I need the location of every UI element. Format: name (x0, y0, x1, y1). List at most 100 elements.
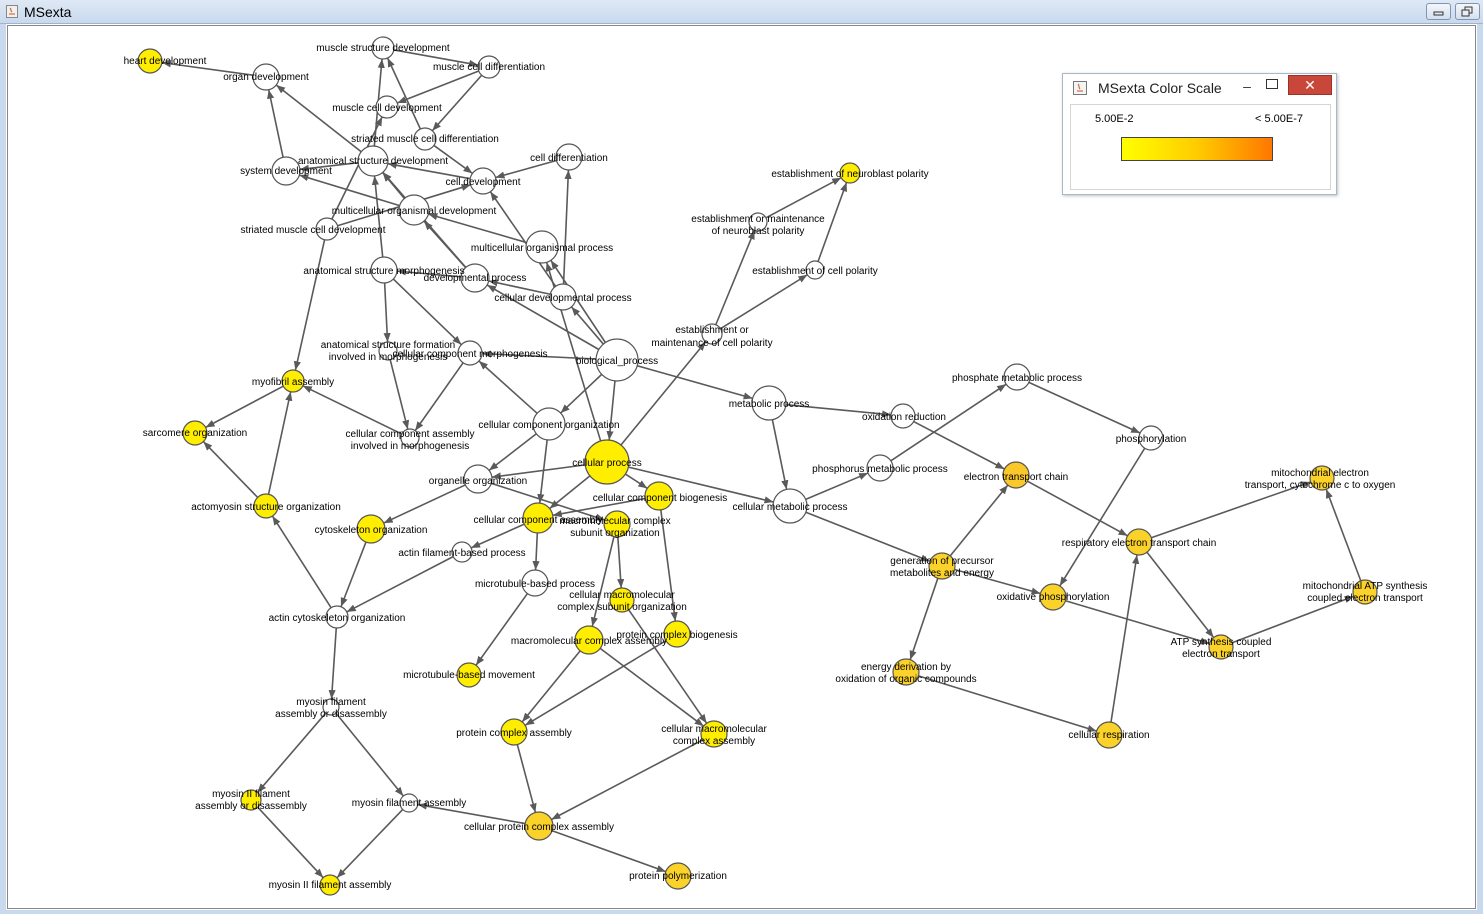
edge-n45-n54[interactable] (475, 593, 529, 666)
graph-node[interactable] (319, 874, 341, 896)
graph-node[interactable] (609, 587, 635, 613)
edge-n9-n6[interactable] (387, 161, 471, 180)
edge-n13-n21[interactable] (392, 278, 462, 346)
edge-n2-n3[interactable] (393, 49, 479, 68)
graph-node[interactable] (524, 811, 554, 841)
edge-n33-n29[interactable] (890, 383, 1007, 462)
graph-node[interactable] (325, 605, 349, 629)
graph-node[interactable] (271, 156, 301, 186)
graph-node[interactable] (1003, 363, 1031, 391)
graph-node[interactable] (469, 167, 497, 195)
edge-n21-n25[interactable] (414, 362, 464, 432)
edge-n41-n50[interactable] (590, 536, 615, 627)
edge-n50-n56[interactable] (521, 650, 581, 723)
edge-n11-n4[interactable] (331, 116, 383, 220)
edge-n8-n9[interactable] (495, 159, 557, 179)
edge-n19-n18[interactable] (720, 274, 808, 330)
edge-n26-n32[interactable] (488, 433, 537, 472)
graph-node[interactable] (805, 260, 825, 280)
graph-node[interactable] (664, 862, 692, 890)
edge-n31-n37[interactable] (624, 473, 648, 490)
graph-node[interactable] (1002, 461, 1030, 489)
graph-node[interactable] (644, 481, 674, 511)
graph-node[interactable] (322, 698, 340, 716)
edge-n58-n42[interactable] (1110, 554, 1140, 723)
edge-n60-n63[interactable] (336, 808, 404, 879)
edge-n1-n0[interactable] (161, 60, 254, 77)
edge-n36-n23[interactable] (267, 391, 293, 495)
edge-n44-n47[interactable] (954, 568, 1041, 595)
edge-n14-n13[interactable] (396, 268, 462, 278)
graph-node[interactable] (584, 439, 630, 485)
edge-n20-n25[interactable] (389, 359, 410, 430)
edge-n19-n17[interactable] (715, 230, 756, 326)
edge-n26-n21[interactable] (478, 360, 538, 414)
edge-n15-n8[interactable] (562, 169, 572, 285)
graph-node[interactable] (525, 230, 559, 264)
graph-node[interactable] (252, 63, 280, 91)
graph-node[interactable] (500, 718, 528, 746)
graph-node[interactable] (398, 194, 430, 226)
graph-node[interactable] (701, 323, 723, 345)
edge-n27-n38[interactable] (771, 419, 789, 490)
color-scale-window[interactable]: MSexta Color Scale – ✕ 5.00E-2 < 5.00E-7 (1062, 73, 1337, 195)
graph-node[interactable] (1095, 721, 1123, 749)
edge-n43-n49[interactable] (346, 555, 454, 613)
graph-node[interactable] (700, 720, 728, 748)
graph-node[interactable] (1309, 465, 1335, 491)
minimize-button[interactable] (1426, 3, 1451, 20)
graph-node[interactable] (890, 403, 916, 429)
edge-n5-n2[interactable] (386, 57, 422, 130)
edge-n51-n56[interactable] (524, 640, 667, 726)
edge-n22-n26[interactable] (560, 373, 603, 414)
edge-n6-n1[interactable] (275, 84, 362, 153)
graph-node[interactable] (1039, 583, 1067, 611)
edge-n29-n30[interactable] (1028, 381, 1141, 434)
graph-node[interactable] (748, 212, 768, 232)
graph-node[interactable] (892, 658, 920, 686)
restore-button[interactable] (1455, 3, 1480, 20)
edge-n38-n44[interactable] (805, 511, 931, 562)
graph-node[interactable] (477, 55, 501, 79)
graph-node[interactable] (240, 789, 262, 811)
maximize-icon[interactable] (1266, 79, 1278, 89)
graph-node[interactable] (451, 541, 473, 563)
edge-n42-n52[interactable] (1146, 551, 1215, 639)
edge-n36-n24[interactable] (202, 441, 259, 498)
graph-node[interactable] (399, 793, 419, 813)
edge-n6-n7[interactable] (299, 161, 359, 172)
graph-node[interactable] (521, 569, 549, 597)
graph-node[interactable] (413, 127, 437, 151)
graph-node[interactable] (182, 420, 208, 446)
graph-node[interactable] (663, 620, 691, 648)
edge-n52-n48[interactable] (1231, 595, 1355, 644)
graph-node[interactable] (595, 338, 639, 382)
edge-n22-n21[interactable] (481, 350, 597, 360)
edge-n44-n34[interactable] (949, 484, 1009, 557)
edge-n12-n10[interactable] (428, 213, 527, 244)
edge-n25-n23[interactable] (302, 385, 403, 435)
edge-n59-n63[interactable] (257, 806, 324, 879)
edge-n22-n15[interactable] (570, 306, 604, 345)
edge-n53-n58[interactable] (918, 675, 1097, 732)
edge-n22-n27[interactable] (636, 364, 753, 400)
edge-n22-n31[interactable] (606, 380, 616, 441)
edge-n48-n35[interactable] (1325, 488, 1362, 582)
graph-node[interactable] (460, 263, 490, 293)
edge-n49-n36[interactable] (271, 515, 332, 609)
graph-node[interactable] (549, 283, 577, 311)
graph-node[interactable] (555, 143, 583, 171)
edge-n44-n53[interactable] (909, 578, 939, 660)
edge-n46-n57[interactable] (628, 609, 708, 724)
edge-n61-n62[interactable] (551, 829, 667, 873)
graph-node[interactable] (457, 340, 483, 366)
graph-node[interactable] (315, 217, 339, 241)
edge-n61-n60[interactable] (417, 802, 526, 825)
edge-n22-n12[interactable] (550, 259, 607, 343)
edge-n40-n45[interactable] (532, 532, 540, 571)
edge-n55-n59[interactable] (256, 712, 327, 793)
edge-n13-n20[interactable] (383, 282, 391, 343)
color-scale-titlebar[interactable]: MSexta Color Scale – ✕ (1063, 74, 1336, 102)
edge-n39-n49[interactable] (340, 541, 367, 608)
